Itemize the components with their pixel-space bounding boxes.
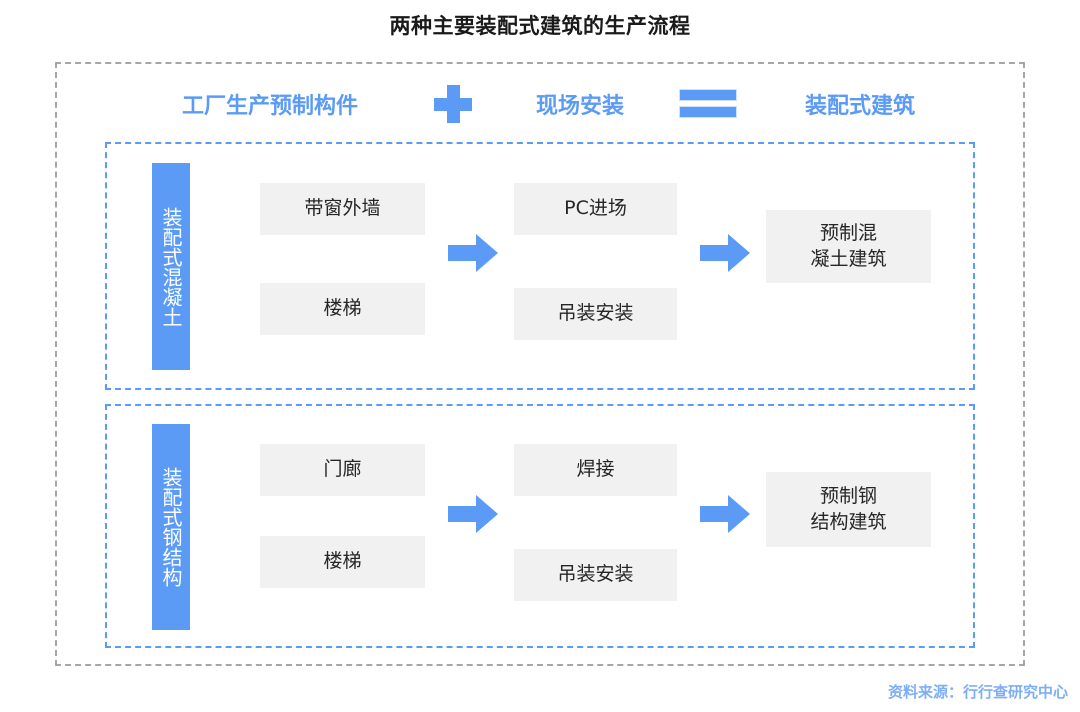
equation-term-result: 装配式建筑 bbox=[804, 94, 915, 119]
plus-icon bbox=[433, 85, 472, 123]
step-box-factory-1-1: 带窗外墙 bbox=[260, 183, 425, 235]
equation-term-factory: 工厂生产预制构件 bbox=[181, 94, 358, 119]
step-box-onsite-1-2: 吊装安装 bbox=[514, 288, 677, 340]
result-line-1: 预制钢 bbox=[819, 484, 877, 507]
source-note: 资料来源：行行查研究中心 bbox=[887, 683, 1068, 701]
equals-icon-bottom-bar bbox=[678, 106, 737, 118]
plus-operator bbox=[420, 85, 485, 123]
right-arrow-icon-row1-2 bbox=[700, 234, 750, 272]
diagram-outer-frame bbox=[55, 62, 1025, 666]
equation-term-onsite: 现场安装 bbox=[535, 94, 624, 119]
result-box-precast-concrete: 预制混 凝土建筑 bbox=[766, 210, 931, 283]
right-arrow-icon-row1-1 bbox=[448, 234, 498, 272]
category-label-precast-steel: 装配式钢结构 bbox=[152, 424, 190, 630]
right-arrow-icon-row2-2 bbox=[700, 495, 750, 533]
step-box-onsite-2-2: 吊装安装 bbox=[514, 549, 677, 601]
equals-icon bbox=[678, 89, 737, 119]
step-box-factory-1-2: 楼梯 bbox=[260, 283, 425, 335]
equals-operator bbox=[675, 89, 740, 119]
step-box-factory-2-1: 门廊 bbox=[260, 444, 425, 496]
equation-header: 工厂生产预制构件 现场安装 装配式建筑 bbox=[120, 84, 980, 124]
page-title: 两种主要装配式建筑的生产流程 bbox=[389, 14, 691, 38]
step-box-onsite-2-1: 焊接 bbox=[514, 444, 677, 496]
result-line-2: 凝土建筑 bbox=[810, 247, 887, 270]
panel-precast-concrete bbox=[105, 142, 975, 390]
result-box-precast-steel: 预制钢 结构建筑 bbox=[766, 472, 931, 547]
panel-precast-steel bbox=[105, 404, 975, 648]
result-line-1: 预制混 bbox=[819, 221, 877, 244]
step-box-factory-2-2: 楼梯 bbox=[260, 536, 425, 588]
step-box-onsite-1-1: PC进场 bbox=[514, 183, 677, 235]
right-arrow-icon-row2-1 bbox=[448, 495, 498, 533]
equals-icon-top-bar bbox=[678, 89, 737, 101]
plus-icon-vertical-bar bbox=[446, 85, 460, 123]
result-line-2: 结构建筑 bbox=[810, 510, 887, 533]
category-label-precast-concrete: 装配式混凝土 bbox=[152, 163, 190, 370]
